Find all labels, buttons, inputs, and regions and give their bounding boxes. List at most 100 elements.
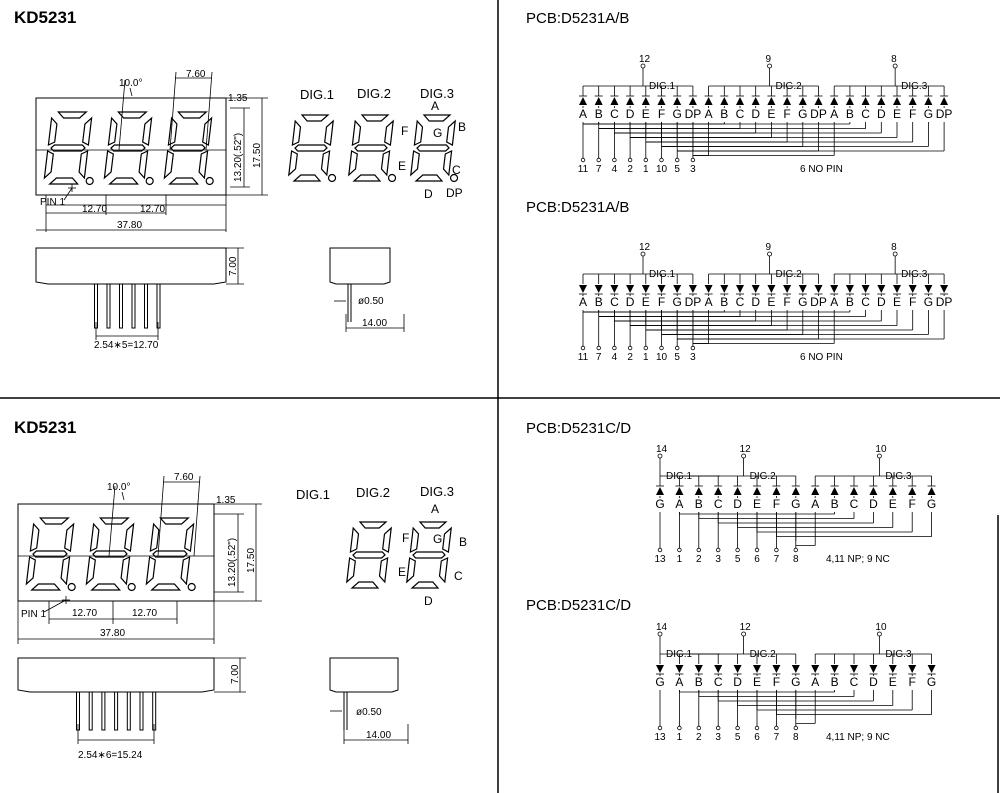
led-diode [736,97,744,105]
seg-c-shape [180,555,191,586]
end-view: ø0.50 14.00 [329,657,409,744]
segment-label: B [831,675,839,689]
decimal-point [187,582,196,592]
front-digits [43,111,214,186]
led-diode [720,97,729,105]
led-diode [694,487,703,495]
segment-label: D [751,295,760,309]
pin-number: 5 [735,554,741,565]
dim-37-80: 37.80 [117,220,142,231]
seg-f: F [402,531,409,545]
dim-dia: ø0.50 [356,707,382,718]
dim-pitch: 2.54∗5=12.70 [94,340,159,351]
seg-c-shape [78,149,89,180]
digit-common-label: DIG.1 [649,269,676,280]
led-diode [869,487,878,495]
segment-label: G [673,107,682,121]
model-title: KD5231 [14,418,76,437]
pin-number: 4 [612,164,618,175]
segment-label: B [695,497,703,511]
pin-number: 7 [774,732,780,743]
seg-b-shape [82,116,93,146]
seg-d-shape [48,177,80,185]
digit-common-label: DIG.1 [649,81,676,92]
pin-number: 3 [715,554,721,565]
pin-dot [657,725,663,731]
segment-label: C [850,497,859,511]
led-diode [673,97,682,105]
led-diode [877,97,886,105]
pin-number: 7 [774,554,780,565]
seg-e-shape [163,150,174,180]
pin-number: 13 [654,732,666,743]
segment-label: F [909,295,916,309]
segment-label: F [909,675,916,689]
pin-number: 6 [754,554,760,565]
led-diode [733,487,742,495]
digit-common-label: DIG.2 [750,471,777,482]
dim-14-00: 14.00 [362,318,387,329]
segment-label: C [714,675,723,689]
led-diode [736,285,744,293]
seg-a-shape [358,521,388,529]
segment-label: D [733,675,742,689]
pin-dot [677,725,682,731]
seg-c-shape [320,149,331,177]
dim-1-35: 1.35 [216,495,236,506]
dig3-label: DIG.3 [420,484,454,499]
large-digits [288,114,459,183]
pin1-label: PIN 1 [21,609,46,620]
pin-lead [114,691,119,731]
led-diode [641,285,650,293]
segment-label: D [626,295,635,309]
seg-d: D [424,187,433,201]
pin-dot [690,157,696,163]
dig2-label: DIG.2 [357,86,391,101]
led-diode [850,665,858,673]
segment-label: A [830,295,838,309]
display-body [35,97,227,196]
led-diode [772,487,781,495]
pin-number: 3 [690,352,696,363]
segment-label: C [736,107,745,121]
common-pin-number: 9 [766,54,772,65]
seg-f-shape [107,116,118,147]
pin-number: 2 [696,554,702,565]
common-pin-dot [741,631,746,637]
seg-g-shape [354,144,388,152]
segment-label: E [642,107,650,121]
led-diode [940,97,949,105]
seg-e-shape [288,150,298,177]
pin-lead [156,283,161,329]
dim-10-deg: 10.0° [107,482,130,493]
seg-b: B [459,535,467,549]
segment-label: G [791,675,800,689]
seg-b-shape [324,119,334,146]
pin-lead [101,691,106,731]
seg-a-shape [38,517,70,525]
pin-dot [643,345,648,351]
common-pin-number: 12 [740,622,752,633]
seg-d-shape [352,174,382,182]
common-pin-number: 10 [875,622,887,633]
segment-label: G [798,107,807,121]
segment-label: F [658,295,665,309]
pin-dot [735,725,740,731]
segment-label: A [579,295,587,309]
pin-dot [612,157,617,163]
led-diode [720,285,729,293]
pin-lead [94,283,98,329]
seg-a-shape [422,114,452,122]
pin-dot [677,547,682,553]
pin-dot [657,547,663,553]
seg-d-shape [414,174,444,182]
seg-c-shape [438,556,449,584]
decimal-point [387,173,397,183]
common-pin-number: 12 [639,242,651,253]
seg-d-shape [90,583,122,591]
segment-label: G [655,675,664,689]
led-diode [791,487,800,495]
led-diode [772,665,781,673]
